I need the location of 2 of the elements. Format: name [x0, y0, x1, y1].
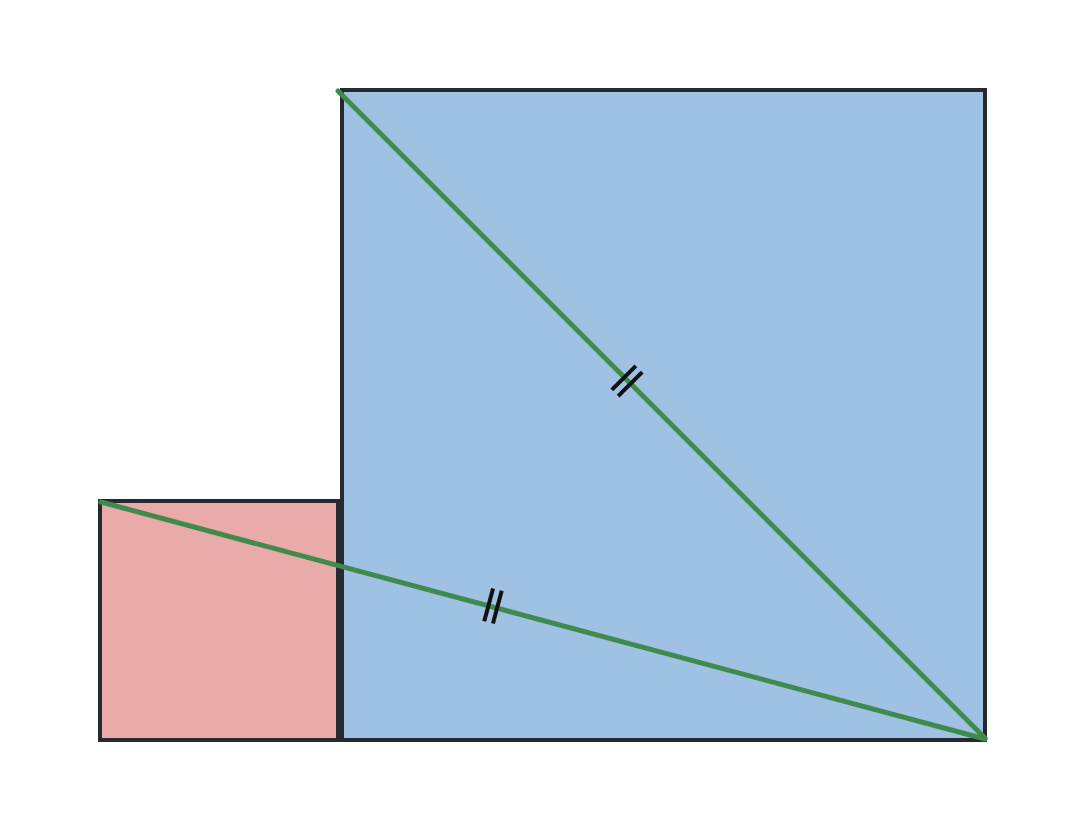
connecting-line: [98, 499, 988, 742]
small-square: [98, 499, 340, 742]
